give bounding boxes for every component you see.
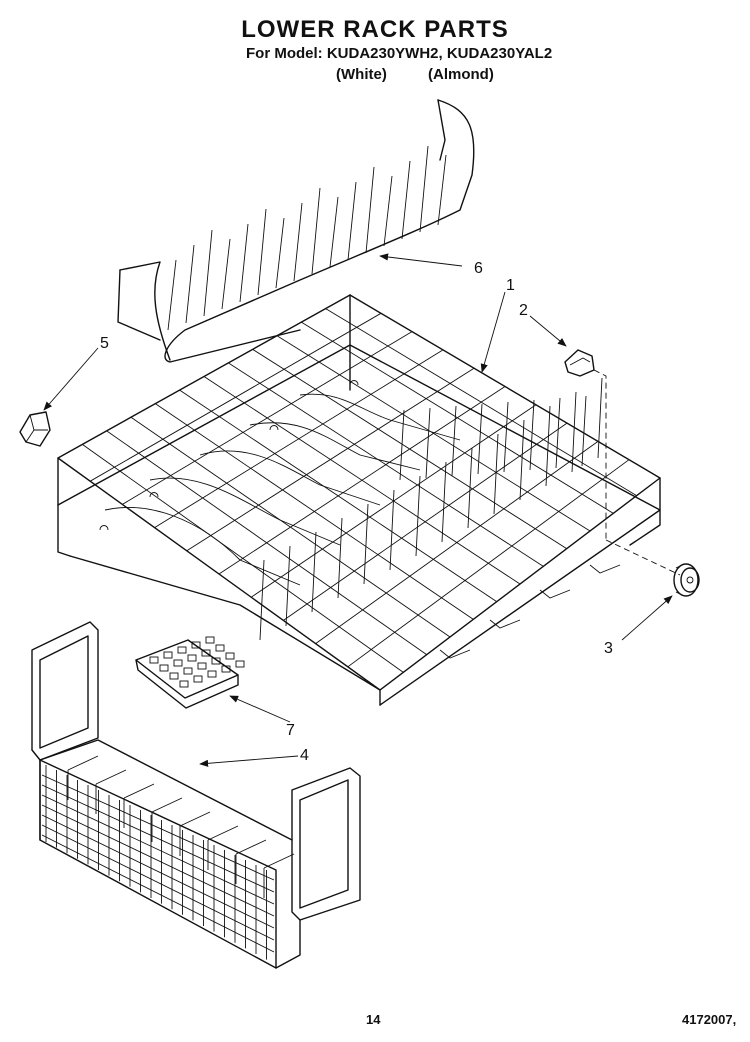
callout-5: 5	[100, 335, 109, 352]
part-7-cover	[135, 636, 245, 709]
callout-2: 2	[519, 302, 528, 319]
part-1-lower-rack	[57, 294, 661, 706]
page-number: 14	[366, 1012, 381, 1027]
callout-7: 7	[286, 722, 295, 739]
model-line: For Model: KUDA230YWH2, KUDA230YAL2	[246, 45, 553, 62]
variant-almond: (Almond)	[428, 66, 494, 83]
variant-white: (White)	[336, 66, 387, 83]
callout-4: 4	[300, 747, 309, 764]
page-title: LOWER RACK PARTS	[241, 16, 509, 43]
document-number: 4172007,	[682, 1012, 737, 1027]
part-6-tine-row	[117, 99, 475, 363]
part-4-silverware-basket	[31, 621, 361, 969]
part-5-clip	[19, 411, 51, 447]
part-3-wheel	[673, 563, 700, 597]
callout-1: 1	[506, 277, 515, 294]
callout-6: 6	[474, 260, 483, 277]
callout-3: 3	[604, 640, 613, 657]
part-2-clip	[564, 349, 681, 576]
callout-leaders	[43, 253, 673, 767]
